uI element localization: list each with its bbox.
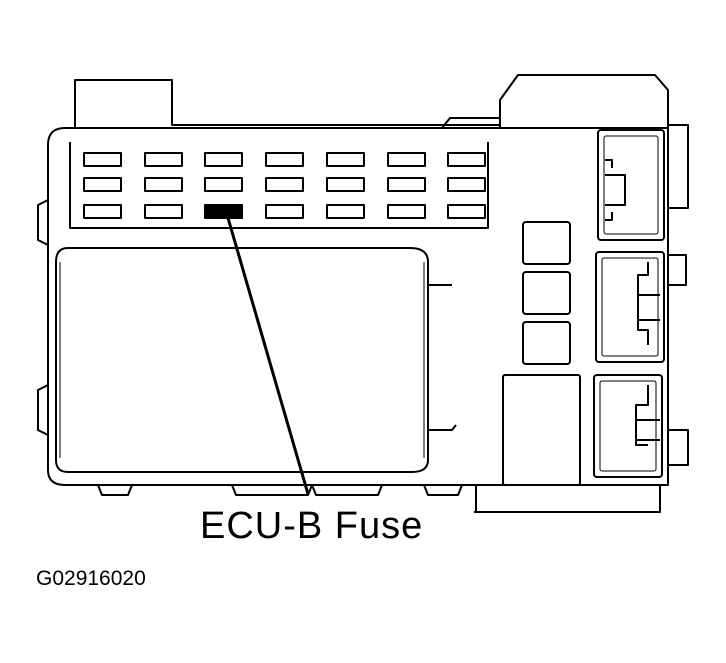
left-tab-lower	[37, 384, 49, 436]
connector-upper	[597, 129, 665, 241]
right-tab-1	[668, 124, 689, 209]
fuse-slot	[447, 177, 486, 192]
callout-leader-line	[226, 217, 310, 495]
fuse-slot	[144, 177, 183, 192]
right-tab-3	[668, 429, 689, 466]
bottom-tab-4	[423, 484, 463, 496]
fuse-slot	[387, 152, 426, 167]
fuse-slot	[326, 152, 365, 167]
fuse-slot	[326, 177, 365, 192]
bottom-tab-1	[97, 484, 133, 496]
connector-middle	[595, 251, 665, 363]
fuse-slot	[204, 152, 243, 167]
fuse-slot	[447, 152, 486, 167]
fuse-slot	[387, 177, 426, 192]
relay-3	[522, 321, 571, 365]
fuse-slot	[83, 152, 122, 167]
ecu-b-fuse-label: ECU-B Fuse	[200, 505, 424, 547]
figure-id: G02916020	[36, 567, 146, 590]
fuse-slot	[144, 152, 183, 167]
fuse-slot	[265, 204, 304, 219]
right-tab-2	[668, 254, 687, 286]
fuse-slot	[83, 204, 122, 219]
fuse-slot	[265, 152, 304, 167]
relay-cover-clip-lower	[428, 424, 457, 431]
bottom-tab-2	[231, 484, 313, 496]
relay-1	[522, 221, 571, 265]
fuse-slots	[83, 152, 486, 219]
junction-block-body	[47, 127, 668, 486]
fuse-slot	[83, 177, 122, 192]
fuse-slot	[144, 204, 183, 219]
fuse-slot	[387, 204, 426, 219]
ecu-b-fuse	[204, 204, 243, 219]
bottom-tab-3	[311, 484, 383, 496]
fuse-panel-frame	[69, 142, 489, 229]
relay-large	[502, 374, 581, 486]
connector-lower	[593, 374, 663, 478]
fuse-slot	[447, 204, 486, 219]
housing-step	[441, 117, 500, 129]
relay-2	[522, 271, 571, 315]
left-tab-upper	[37, 199, 49, 246]
relay-cover-inner-edge	[59, 262, 425, 458]
fuse-slot	[265, 177, 304, 192]
fuse-slot	[204, 177, 243, 192]
fuse-slot	[326, 204, 365, 219]
relay-cover	[55, 247, 429, 473]
